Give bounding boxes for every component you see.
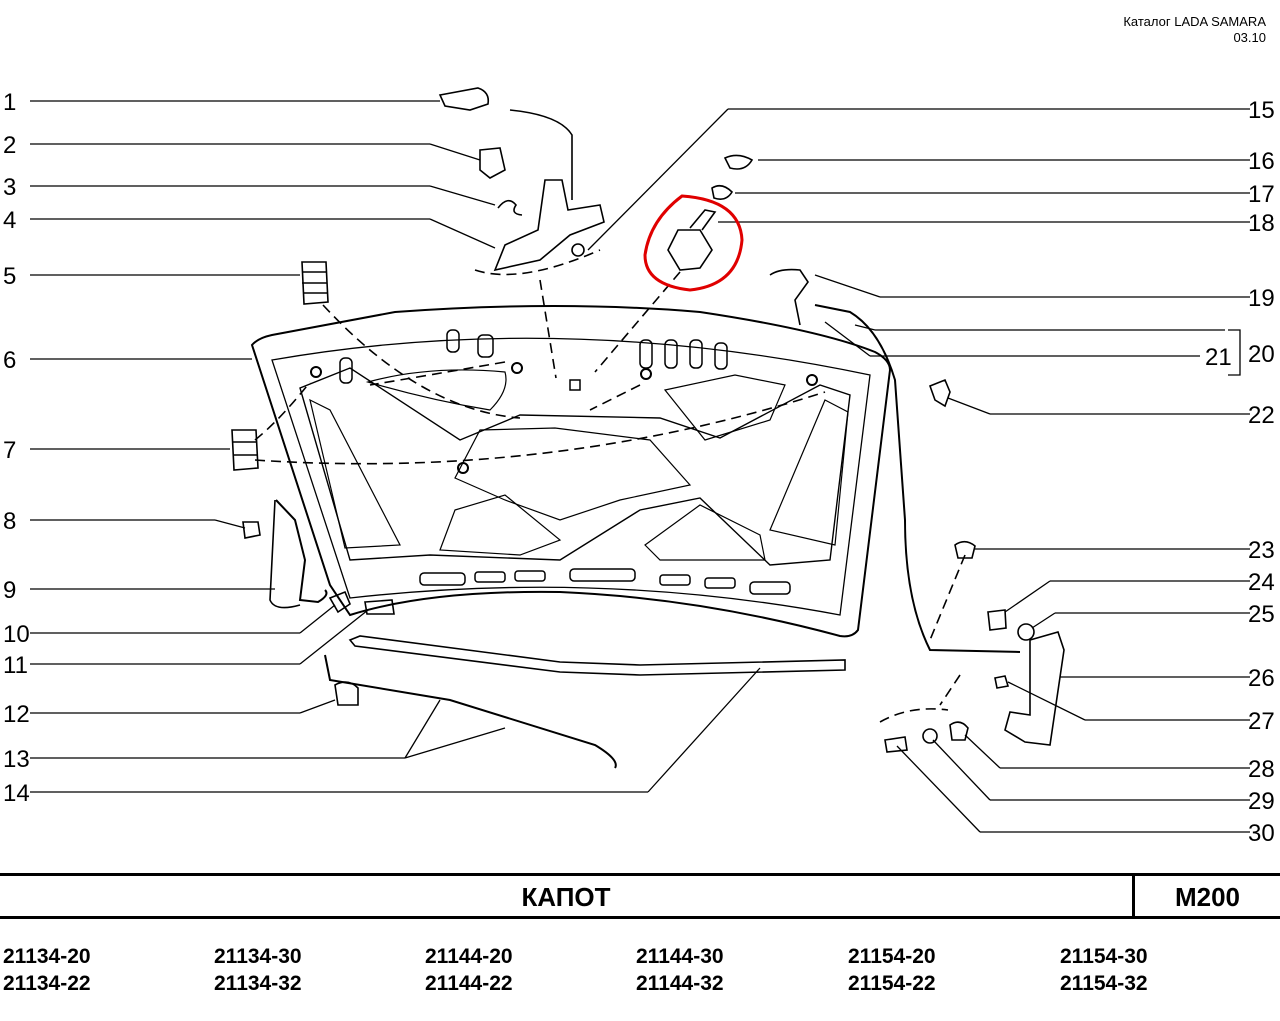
model-code: 21134-22	[3, 972, 91, 995]
model-code: 21144-20	[425, 945, 513, 968]
part-10-clip	[328, 590, 351, 614]
model-code: 21154-32	[1060, 972, 1148, 995]
part-19-clip	[769, 268, 809, 326]
model-column-5: 21154-20 21154-22	[848, 943, 936, 997]
model-code: 21154-22	[848, 972, 936, 995]
model-column-2: 21134-30 21134-32	[214, 943, 302, 997]
model-code: 21144-30	[636, 945, 724, 968]
callout-12: 12	[3, 701, 30, 728]
callout-2: 2	[3, 132, 16, 159]
part-12-grommet	[334, 681, 359, 706]
callouts-left: 1 2 3 4 5 6 7 8 9 10 11 12 13 14	[3, 89, 30, 807]
part-18-buffer	[667, 209, 717, 271]
model-code: 21144-32	[636, 972, 724, 995]
callout-4: 4	[3, 207, 16, 234]
callout-26: 26	[1248, 665, 1275, 692]
callout-15: 15	[1248, 97, 1275, 124]
part-14-seal	[348, 635, 846, 676]
callout-17: 17	[1248, 181, 1275, 208]
callout-23: 23	[1248, 537, 1275, 564]
catalog-header: Каталог LADA SAMARA 03.10	[1123, 14, 1266, 46]
part-4-lock	[493, 179, 605, 272]
part-3-spring	[497, 199, 523, 216]
model-code: 21134-32	[214, 972, 302, 995]
callout-10: 10	[3, 621, 30, 648]
part-2-catch	[479, 147, 506, 179]
part-9-prop-rod	[275, 499, 328, 604]
model-column-1: 21134-20 21134-22	[3, 943, 91, 997]
callout-8: 8	[3, 508, 16, 535]
callouts-right: 15 16 17 18 19 20 21 22 23 24 25 26 27 2…	[1205, 97, 1275, 847]
callout-28: 28	[1248, 756, 1275, 783]
part-1-lock-pad	[438, 87, 490, 111]
model-code: 21134-30	[214, 945, 302, 968]
footer-divider	[1132, 876, 1135, 916]
callout-11: 11	[3, 652, 28, 679]
callout-21: 21	[1205, 344, 1232, 371]
callout-20: 20	[1248, 341, 1275, 368]
callout-3: 3	[3, 174, 16, 201]
part-15-rod	[509, 109, 573, 200]
callout-22: 22	[1248, 402, 1275, 429]
part-13-prop	[324, 654, 617, 769]
part-25-washer	[1017, 623, 1035, 641]
highlight-circle	[643, 194, 744, 292]
catalog-date: 03.10	[1233, 30, 1266, 45]
part-11-screw	[364, 599, 395, 615]
part-28-bushing	[949, 721, 969, 741]
callout-6: 6	[3, 347, 16, 374]
hood-frame	[299, 367, 851, 566]
callout-13: 13	[3, 746, 30, 773]
hood-outline	[250, 305, 892, 638]
part-17-nut	[711, 184, 734, 200]
part-22-clip	[928, 378, 951, 408]
model-column-3: 21144-20 21144-22	[425, 943, 513, 997]
part-29-washer	[922, 728, 938, 744]
callout-27: 27	[1248, 708, 1275, 735]
part-5-bumper	[301, 261, 329, 305]
part-24-bolt	[987, 609, 1007, 631]
footer-rule-bottom	[0, 916, 1280, 919]
model-code: 21134-20	[3, 945, 91, 968]
page-title: КАПОТ	[521, 882, 611, 912]
part-16-washer	[723, 154, 754, 170]
callout-30: 30	[1248, 820, 1275, 847]
callout-24: 24	[1248, 569, 1275, 596]
callout-1: 1	[3, 89, 16, 116]
footer-rule-top	[0, 873, 1280, 876]
part-23-grommet	[954, 540, 976, 559]
callout-5: 5	[3, 263, 16, 290]
catalog-title: Каталог LADA SAMARA	[1123, 14, 1266, 29]
part-30-bolt	[884, 736, 908, 753]
part-21-cable	[814, 304, 1021, 653]
part-7-bumper	[231, 429, 259, 471]
model-code: 21154-30	[1060, 945, 1148, 968]
callout-14: 14	[3, 780, 30, 807]
model-code: 21154-20	[848, 945, 936, 968]
callout-29: 29	[1248, 788, 1275, 815]
model-column-6: 21154-30 21154-32	[1060, 943, 1148, 997]
part-26-lever	[1004, 631, 1065, 746]
callout-25: 25	[1248, 601, 1275, 628]
hood-parts-diagram: 1 2 3 4 5 6 7 8 9 10 11 12 13 14 15 16 1…	[3, 87, 1275, 847]
callout-7: 7	[3, 437, 16, 464]
part-27-pin	[994, 675, 1010, 689]
callout-19: 19	[1248, 285, 1275, 312]
section-code: M200	[1174, 882, 1241, 912]
part-8-bolt	[242, 521, 261, 539]
model-code: 21144-22	[425, 972, 513, 995]
model-column-4: 21144-30 21144-32	[636, 943, 724, 997]
callout-18: 18	[1248, 210, 1275, 237]
callout-9: 9	[3, 577, 16, 604]
callout-16: 16	[1248, 148, 1275, 175]
